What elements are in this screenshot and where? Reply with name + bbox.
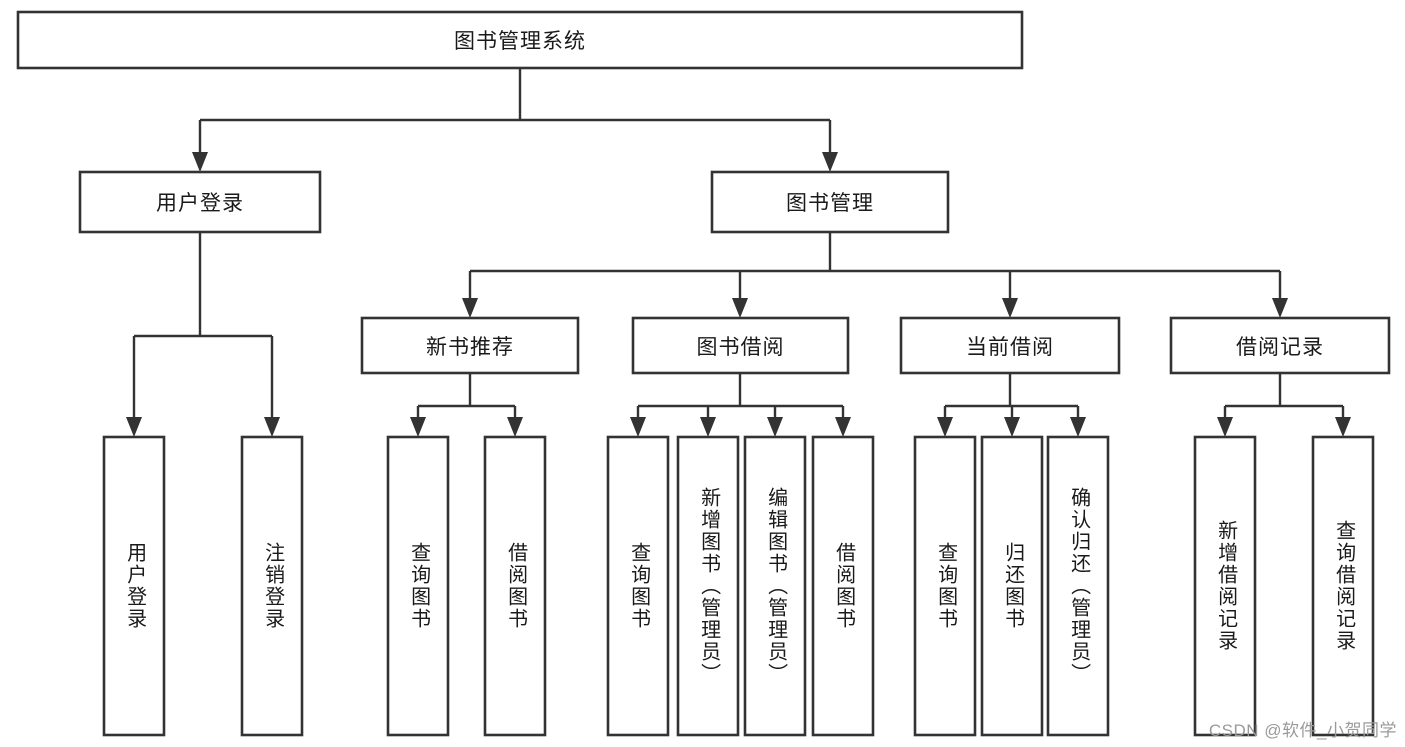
arrow-head-icon [1335,417,1351,437]
leaf-node-leaf-borrow-book-new-box[interactable] [483,435,547,737]
arrow-head-icon [630,417,646,437]
leaf-node-leaf-add-borrow-record-box[interactable] [1193,435,1257,737]
leaf-node-leaf-add-book-admin-box[interactable] [676,435,740,737]
arrow-head-icon [732,298,748,318]
arrow-head-icon [1002,298,1018,318]
arrow-head-icon [126,417,142,437]
arrow-head-icon [1272,298,1288,318]
arrow-head-icon [507,417,523,437]
boxes-layer [16,10,1391,737]
level2-node-new-book-recommend-box[interactable] [360,316,580,375]
arrow-head-icon [835,417,851,437]
arrow-head-icon [192,152,208,172]
arrow-head-icon [264,417,280,437]
leaf-node-leaf-query-book-current-box[interactable] [913,435,977,737]
leaf-node-leaf-query-book-new-box[interactable] [386,435,450,737]
level1-node-book-management-box[interactable] [710,170,950,234]
arrow-head-icon [767,417,783,437]
leaf-node-leaf-return-book-box[interactable] [980,435,1044,737]
arrow-head-icon [937,417,953,437]
arrow-head-icon [822,152,838,172]
arrow-head-icon [700,417,716,437]
level2-node-borrow-record-box[interactable] [1169,316,1391,375]
level2-node-book-borrow-box[interactable] [631,316,850,375]
level1-node-user-login-box[interactable] [78,170,322,234]
leaf-node-leaf-query-borrow-record-box[interactable] [1311,435,1375,737]
root-node-box[interactable] [16,10,1024,70]
leaf-node-leaf-borrow-book-box[interactable] [811,435,875,737]
leaf-node-leaf-edit-book-admin-box[interactable] [743,435,807,737]
arrow-head-icon [1217,417,1233,437]
arrow-head-icon [1004,417,1020,437]
level2-node-current-borrow-box[interactable] [899,316,1121,375]
arrow-head-icon [410,417,426,437]
arrow-head-icon [462,298,478,318]
leaf-node-leaf-user-login-box[interactable] [102,435,166,737]
leaf-node-leaf-logout-box[interactable] [240,435,304,737]
leaf-node-leaf-query-book-borrow-box[interactable] [606,435,670,737]
arrow-head-icon [1070,417,1086,437]
edges-layer [126,68,1351,437]
leaf-node-leaf-confirm-return-admin-box[interactable] [1046,435,1110,737]
